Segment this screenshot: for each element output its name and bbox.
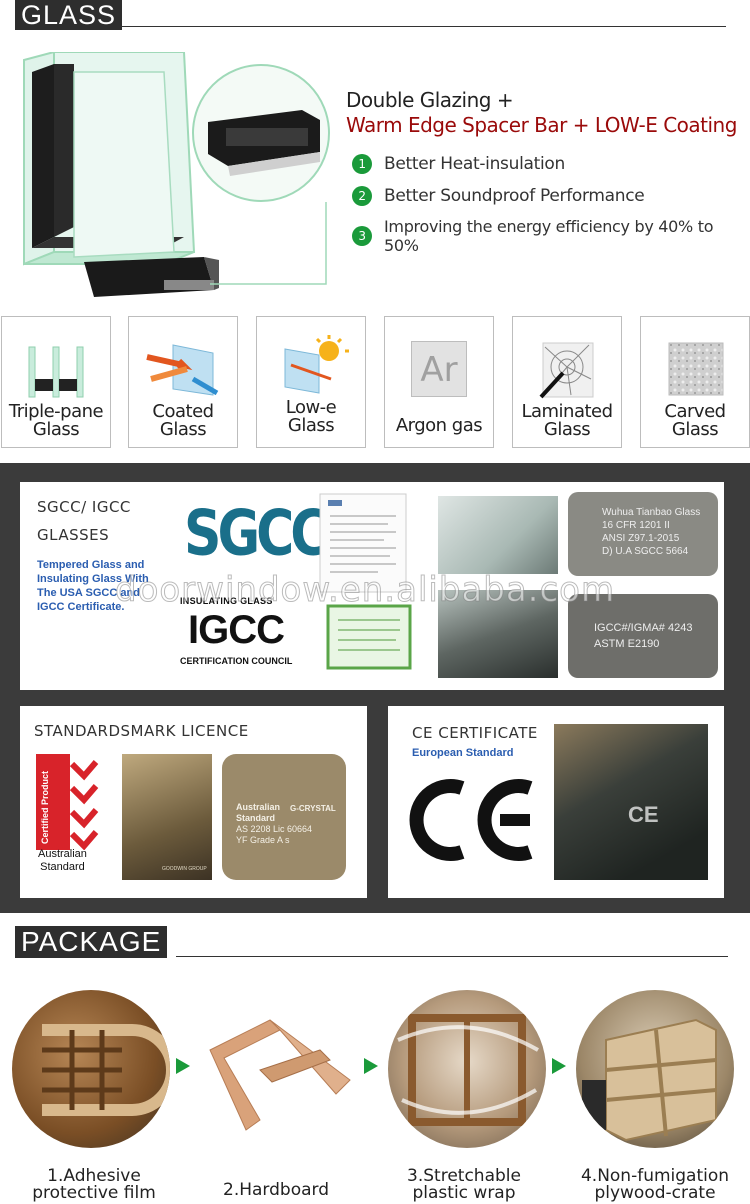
package-step-2-label: 2.Hardboard	[223, 1180, 329, 1200]
package-header-rule	[176, 956, 728, 957]
sgcc-title-line-1: SGCC/ IGCC	[37, 498, 131, 516]
double-glazing-illustration	[23, 52, 327, 297]
feature-number-badge: 1	[352, 154, 372, 174]
igcc-stamp-closeup: IGCC#/IGMA# 4243 ASTM E2190	[568, 594, 718, 678]
ce-glass-photo: CE	[554, 724, 708, 880]
arrow-icon	[552, 1058, 566, 1074]
headline-line-2: Warm Edge Spacer Bar + LOW-E Coating	[346, 113, 737, 137]
sgcc-title-line-2: GLASSES	[37, 526, 110, 544]
glass-type-label: Argon gas	[395, 415, 483, 436]
sgcc-logo: SGCC	[184, 498, 328, 570]
headline-line-1: Double Glazing +	[346, 88, 514, 112]
package-step-1-image	[12, 990, 170, 1148]
glass-edge-photo-top	[438, 496, 558, 574]
laminated-glass-icon	[539, 342, 594, 399]
package-step-3-image	[388, 990, 546, 1148]
spacer-bar-zoom-circle	[192, 64, 330, 202]
sgcc-certificate-document	[319, 493, 407, 593]
feature-text: Better Heat-insulation	[384, 154, 565, 174]
goodwin-group-text: GOODWIN GROUP	[162, 866, 207, 872]
plastic-wrap-icon	[397, 1014, 539, 1126]
glass-type-argon: Ar Argon gas	[384, 316, 494, 448]
sgcc-description: Tempered Glass and Insulating Glass With…	[37, 559, 149, 613]
sgcc-igcc-panel: SGCC/ IGCC GLASSES Tempered Glass and In…	[20, 482, 724, 690]
coated-glass-icon	[146, 344, 219, 396]
standardsmark-panel: STANDARDSMARK LICENCE Certified Product …	[20, 706, 367, 898]
feature-item-3: 3 Improving the energy efficiency by 40%…	[352, 217, 750, 255]
ce-title: CE CERTIFICATE	[412, 724, 538, 742]
australian-standard-label: Australian Standard	[38, 848, 87, 873]
ce-certificate-panel: CE CERTIFICATE European Standard CE	[388, 706, 724, 898]
feature-item-2: 2 Better Soundproof Performance	[352, 186, 645, 206]
glass-section-header: GLASS	[15, 0, 123, 30]
sgcc-stamp-closeup: Wuhua Tianbao Glass 16 CFR 1201 II ANSI …	[568, 492, 718, 576]
igcc-certificate-document	[326, 604, 412, 670]
glass-edge-photo-bottom	[438, 590, 558, 678]
glass-mark-photo	[122, 754, 212, 880]
triple-pane-icon	[28, 346, 84, 398]
argon-tile-icon: Ar	[411, 341, 467, 397]
arrow-icon	[364, 1058, 378, 1074]
feature-item-1: 1 Better Heat-insulation	[352, 154, 565, 174]
standardsmark-title: STANDARDSMARK LICENCE	[34, 722, 249, 740]
adhesive-film-window-icon	[42, 1024, 170, 1116]
package-section-header: PACKAGE	[15, 926, 168, 958]
gcrystal-logo-text: G-CRYSTAL	[290, 804, 336, 813]
package-step-4-image	[576, 990, 734, 1148]
low-e-sun-icon	[284, 335, 349, 394]
watermark-text: doorwindow.en.alibaba.com	[114, 570, 616, 611]
arrow-icon	[176, 1058, 190, 1074]
feature-number-badge: 3	[352, 226, 372, 246]
feature-number-badge: 2	[352, 186, 372, 206]
igcc-bottom-text: CERTIFICATION COUNCIL	[180, 656, 293, 666]
feature-text: Better Soundproof Performance	[384, 186, 645, 206]
ce-etched-mark: CE	[628, 802, 659, 827]
plywood-crate-icon	[582, 1018, 717, 1142]
ce-subtitle: European Standard	[412, 747, 514, 759]
feature-text: Improving the energy efficiency by 40% t…	[384, 217, 714, 255]
standardsmark-logo-icon	[36, 754, 99, 850]
hardboard-corner-icon	[209, 1019, 351, 1131]
glass-mark-closeup: Australian Standard AS 2208 Lic 60664 YF…	[222, 754, 346, 880]
igcc-top-text: INSULATING GLASS	[180, 596, 273, 606]
certified-product-vertical-text: Certified Product	[40, 770, 50, 844]
glazing-headline: Double Glazing + Warm Edge Spacer Bar + …	[346, 88, 737, 138]
ce-mark-icon	[409, 779, 533, 861]
carved-glass-icon	[668, 342, 724, 396]
package-step-2-image	[200, 990, 358, 1148]
igcc-logo: IGCC	[188, 608, 285, 652]
glass-header-rule	[120, 26, 726, 27]
